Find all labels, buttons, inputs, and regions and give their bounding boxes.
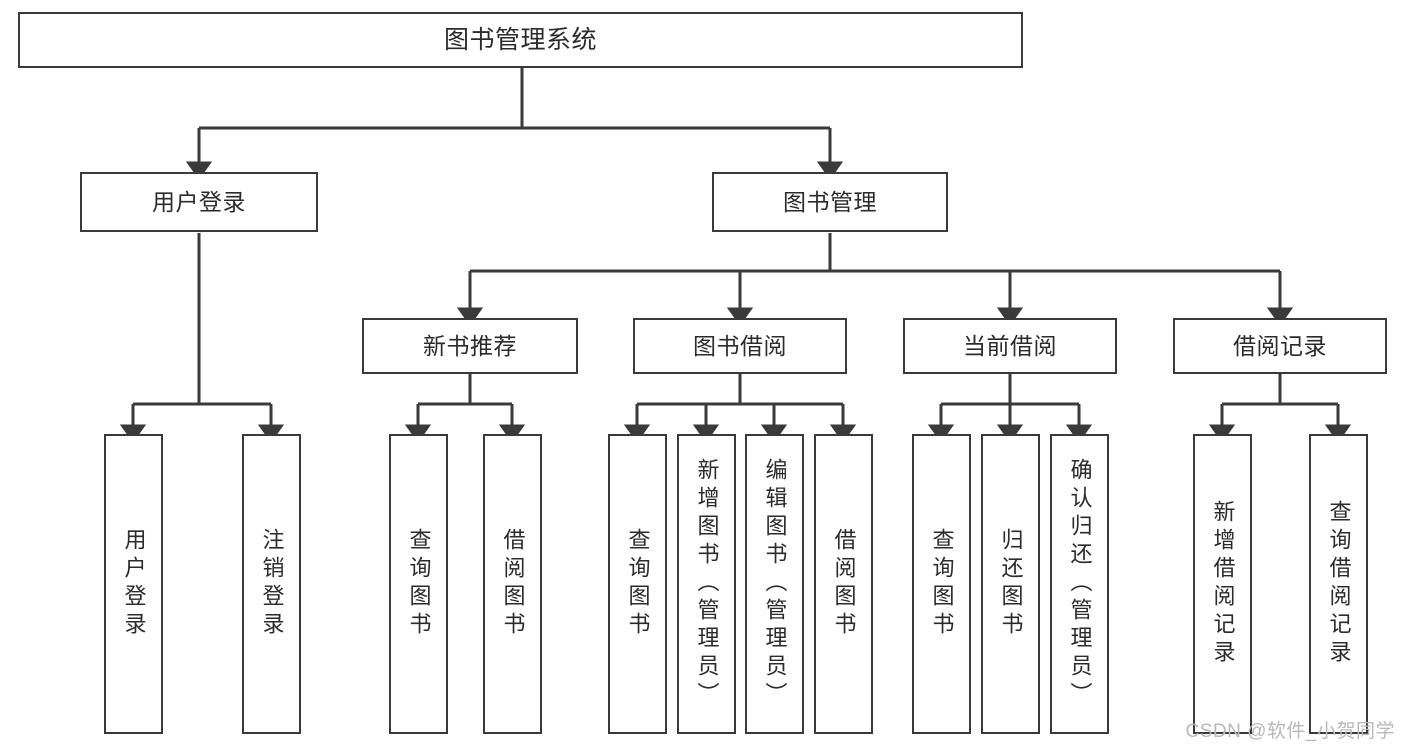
leaf-user-login[interactable]: 用户登录	[104, 434, 163, 734]
node-label: 当前借阅	[963, 332, 1057, 359]
node-book-management[interactable]: 图书管理	[712, 172, 948, 232]
leaf-borrow-book-recommend[interactable]: 借阅图书	[483, 434, 542, 734]
node-label: 新增借阅记录	[1210, 500, 1236, 668]
node-label: 查询图书	[406, 528, 432, 640]
node-label: 确认归还（管理员）	[1067, 458, 1093, 710]
csdn-watermark: CSDN @软件_小贺同学	[1185, 721, 1395, 742]
node-label: 新书推荐	[423, 332, 517, 359]
node-label: 查询借阅记录	[1326, 500, 1352, 668]
leaf-add-borrow-record[interactable]: 新增借阅记录	[1193, 434, 1252, 734]
node-label: 图书管理系统	[443, 25, 597, 54]
node-label: 归还图书	[998, 528, 1024, 640]
node-label: 查询图书	[929, 528, 955, 640]
node-label: 借阅图书	[500, 528, 526, 640]
node-label: 用户登录	[152, 188, 246, 215]
leaf-return-book[interactable]: 归还图书	[981, 434, 1040, 734]
node-new-book-recommend[interactable]: 新书推荐	[362, 318, 578, 374]
leaf-query-book-borrow[interactable]: 查询图书	[608, 434, 667, 734]
leaf-query-book-current[interactable]: 查询图书	[912, 434, 971, 734]
leaf-add-book[interactable]: 新增图书（管理员）	[677, 434, 736, 734]
node-label: 注销登录	[259, 528, 285, 640]
node-label: 新增图书（管理员）	[694, 458, 720, 710]
node-book-borrow[interactable]: 图书借阅	[633, 318, 847, 374]
node-label: 查询图书	[625, 528, 651, 640]
node-label: 借阅图书	[831, 528, 857, 640]
leaf-borrow-book[interactable]: 借阅图书	[814, 434, 873, 734]
node-user-login[interactable]: 用户登录	[80, 172, 318, 232]
leaf-query-borrow-record[interactable]: 查询借阅记录	[1309, 434, 1368, 734]
node-label: 用户登录	[121, 528, 147, 640]
leaf-query-book-recommend[interactable]: 查询图书	[389, 434, 448, 734]
node-label: 编辑图书（管理员）	[762, 458, 788, 710]
leaf-confirm-return[interactable]: 确认归还（管理员）	[1050, 434, 1109, 734]
node-label: 图书管理	[783, 188, 877, 215]
node-current-borrow[interactable]: 当前借阅	[903, 318, 1117, 374]
node-root-book-management-system[interactable]: 图书管理系统	[18, 12, 1023, 68]
node-borrow-record[interactable]: 借阅记录	[1173, 318, 1387, 374]
node-label: 借阅记录	[1233, 332, 1327, 359]
leaf-edit-book[interactable]: 编辑图书（管理员）	[745, 434, 804, 734]
leaf-logout[interactable]: 注销登录	[242, 434, 301, 734]
node-label: 图书借阅	[693, 332, 787, 359]
